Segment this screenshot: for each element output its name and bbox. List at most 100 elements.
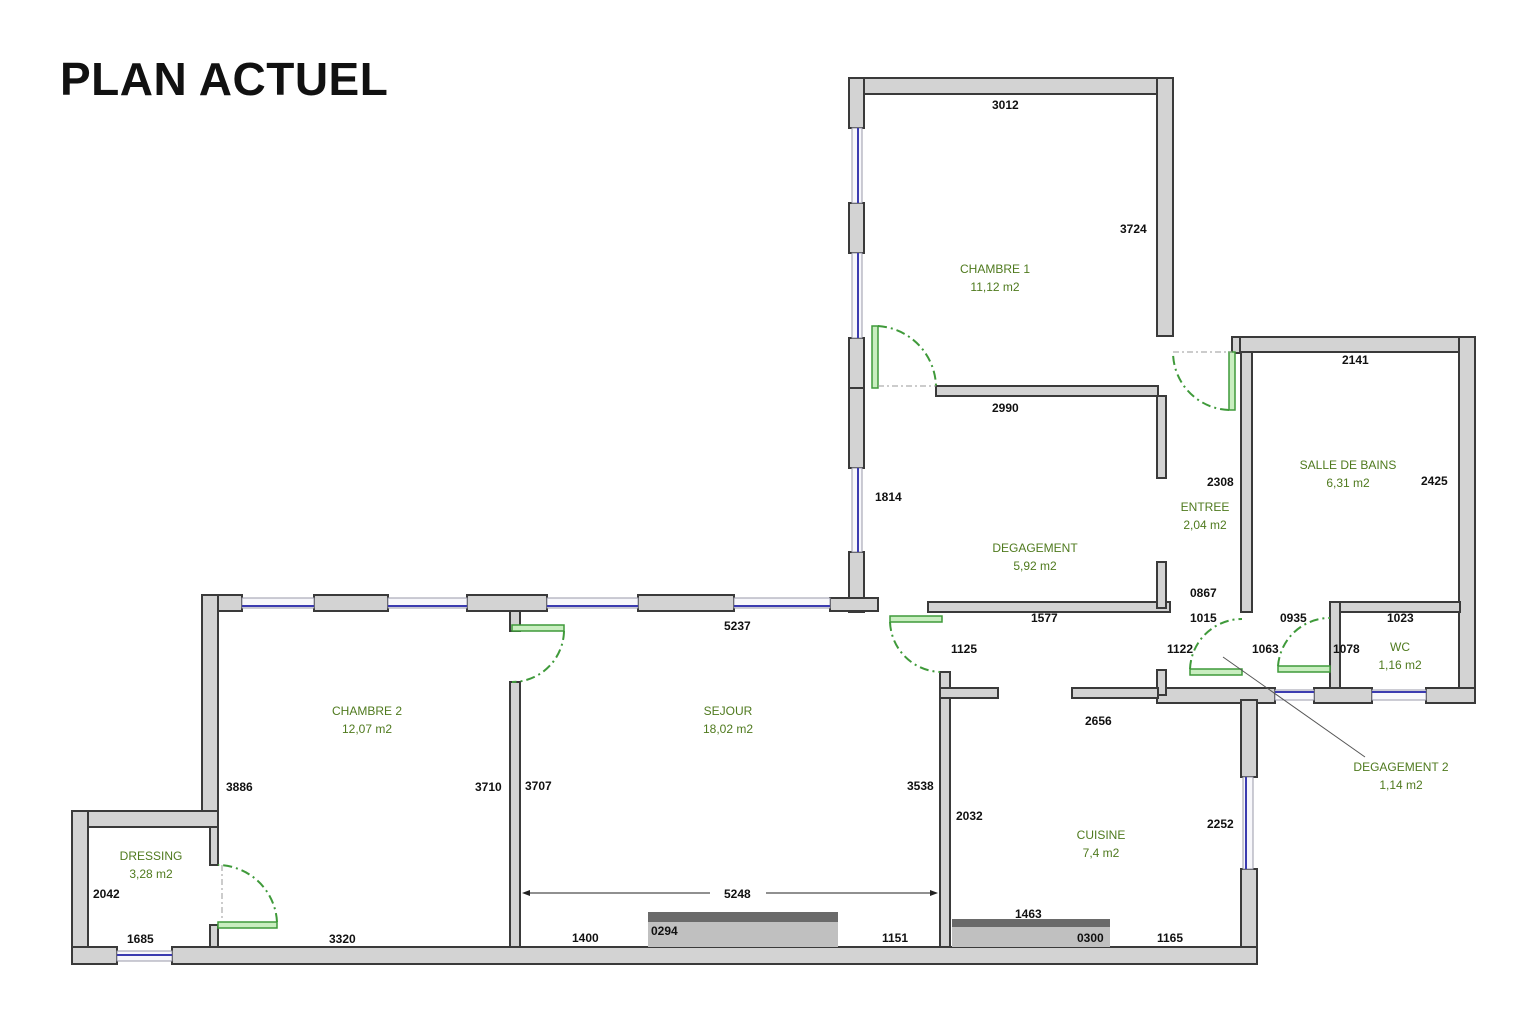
wall-dressing-top (71, 810, 219, 828)
dim-label: 1063 (1252, 642, 1279, 656)
room-entree-name: ENTREE (1181, 500, 1230, 514)
door-dressing (217, 921, 278, 929)
windows (116, 127, 1427, 962)
dim-label: 1400 (572, 931, 599, 945)
dim-label: 1151 (882, 931, 908, 945)
dim-label: 1015 (1190, 611, 1217, 625)
dim-label: 1685 (127, 932, 154, 946)
dim-label: 0294 (651, 924, 678, 938)
wall-sdb-left (1240, 351, 1253, 613)
wall-c1-left-a (848, 77, 865, 129)
dim-label: 2990 (992, 401, 1019, 415)
dim-label: 2308 (1207, 475, 1234, 489)
wall-top-c (466, 594, 548, 612)
window-top-a (241, 597, 315, 609)
dim-label: 1122 (1167, 642, 1193, 656)
wall-c1-right (1156, 77, 1174, 337)
dim-label: 3320 (329, 932, 356, 946)
room-cuisine-area: 7,4 m2 (1083, 846, 1120, 860)
door-wc (1277, 665, 1331, 673)
dim-label: 2425 (1421, 474, 1448, 488)
wall-sdb-right (1458, 336, 1476, 704)
dim-label: 1577 (1031, 611, 1058, 625)
wall-deg-bottom (927, 601, 1171, 613)
door-chambre1 (871, 325, 879, 389)
wall-bottom-a (71, 946, 118, 965)
wall-dressing-left (71, 810, 89, 965)
wall-cuisine-top-b (1071, 687, 1159, 699)
room-sdb-name: SALLE DE BAINS (1300, 458, 1397, 472)
dim-label: 2042 (93, 887, 120, 901)
doors (217, 325, 1331, 929)
wall-top-b (313, 594, 389, 612)
room-degagement2-name: DEGAGEMENT 2 (1353, 760, 1448, 774)
wall-wc-bottom-b (1313, 687, 1373, 704)
dim-label: 0867 (1190, 586, 1217, 600)
dim-label: 1023 (1387, 611, 1414, 625)
wall-bottom-b (171, 946, 1258, 965)
wall-sdb-left-stub (1231, 336, 1241, 354)
dim-label: 1078 (1333, 642, 1360, 656)
dim-label: 3724 (1120, 222, 1147, 236)
dim-label: 1125 (951, 642, 977, 656)
leader-line (1222, 656, 1366, 758)
room-dressing-name: DRESSING (120, 849, 183, 863)
window-cuisine (1242, 776, 1254, 870)
room-wc-name: WC (1390, 640, 1410, 654)
room-degagement2-area: 1,14 m2 (1379, 778, 1423, 792)
dim-label: 2032 (956, 809, 983, 823)
room-sdb-area: 6,31 m2 (1326, 476, 1370, 490)
wall-c2-left-bottom (209, 924, 219, 948)
wall-c1-left-b (848, 202, 865, 254)
wall-cuisine-right-a (1240, 699, 1258, 778)
room-chambre1-name: CHAMBRE 1 (960, 262, 1030, 276)
wall-dg2-stub (1156, 669, 1167, 696)
dim-label: 2141 (1342, 353, 1369, 367)
room-entree-area: 2,04 m2 (1183, 518, 1227, 532)
wall-c2-sejour (509, 681, 521, 948)
built-in-units (648, 912, 1110, 947)
dim-label: 5248 (724, 887, 751, 901)
dim-label: 5237 (724, 619, 751, 633)
dim-label: 3886 (226, 780, 253, 794)
wall-entree-left (1156, 395, 1167, 479)
wall-c1-left-d (848, 387, 865, 469)
wall-top-d (637, 594, 735, 612)
window-dg2 (1274, 689, 1315, 701)
room-chambre1-area: 11,12 m2 (970, 280, 1019, 294)
door-entree (1228, 351, 1236, 411)
window-top-c (546, 597, 639, 609)
plan-title: PLAN ACTUEL (60, 53, 389, 105)
wall-sdb-top (1231, 336, 1476, 353)
window-top-b (387, 597, 468, 609)
room-labels: CHAMBRE 1 11,12 m2 SALLE DE BAINS 6,31 m… (120, 262, 1449, 881)
window-top-d (733, 597, 831, 609)
wall-sejour-cuisine (939, 671, 951, 948)
wall-deg-stub (1156, 561, 1167, 609)
room-chambre2-name: CHAMBRE 2 (332, 704, 402, 718)
room-dressing-area: 3,28 m2 (129, 867, 173, 881)
window-wc (1371, 689, 1427, 701)
dim-label: 1165 (1157, 931, 1183, 945)
dim-label: 0935 (1280, 611, 1307, 625)
room-cuisine-name: CUISINE (1077, 828, 1126, 842)
walls (71, 77, 1476, 965)
room-chambre2-area: 12,07 m2 (342, 722, 392, 736)
dim-label: 3710 (475, 780, 502, 794)
room-degagement-area: 5,92 m2 (1013, 559, 1057, 573)
wall-c2-left (201, 594, 219, 826)
room-sejour-area: 18,02 m2 (703, 722, 753, 736)
door-sejour-deg (889, 615, 943, 623)
room-sejour-name: SEJOUR (704, 704, 753, 718)
wall-c1-bottom (935, 385, 1159, 397)
room-wc-area: 1,16 m2 (1378, 658, 1422, 672)
dim-label: 2656 (1085, 714, 1112, 728)
wall-top-e (829, 597, 879, 612)
door-chambre2 (511, 624, 565, 632)
dim-label: 2252 (1207, 817, 1234, 831)
dim-label: 1814 (875, 490, 902, 504)
dim-label: 1463 (1015, 907, 1042, 921)
dimension-labels: 3012 3724 2990 2141 2308 2425 1814 0867 … (93, 98, 1448, 946)
wall-c1-left-c (848, 337, 865, 389)
